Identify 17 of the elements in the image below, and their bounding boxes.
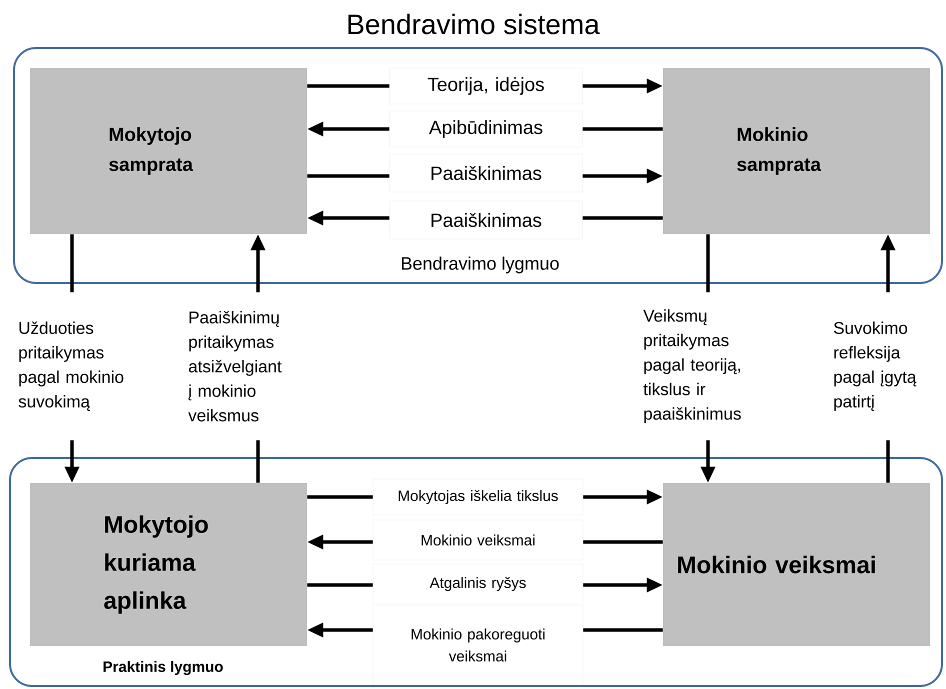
edge-label: Paaiškinimų pritaikymas atsižvelgiant į mokinio veiksmus (185, 292, 316, 440)
edge-label: Paaiškinimas (389, 154, 583, 192)
concept-box: Mokytojo samprata (30, 68, 307, 234)
title: Bendravimo sistema (348, 14, 600, 34)
edge-label: Mokinio veiksmai (372, 520, 584, 560)
edge-label: Mokinio pakoreguoti veiksmai (372, 606, 584, 684)
edge-label: Atgalinis ryšys (372, 564, 584, 604)
edge-label: Veiksmų pritaikymas pagal teoriją, tikslus ir paaiškinimus (640, 292, 778, 440)
edge-label: Paaiškinimas (389, 200, 583, 240)
edge-label: Užduoties pritaikymas pagal mokinio suvokimą (15, 292, 134, 440)
concept-box: Mokytojo kuriama aplinka (30, 483, 307, 646)
concept-box: Mokinio samprata (663, 68, 930, 234)
edge-label: Suvokimo refleksija pagal įgytą patirtį (830, 292, 942, 440)
concept-box: Mokinio veiksmai (663, 483, 930, 646)
edge-label: Mokytojas iškelia tikslus (372, 478, 584, 516)
edge-label: Apibūdinimas (389, 110, 583, 148)
edge-label: Teorija, idėjos (389, 68, 583, 104)
